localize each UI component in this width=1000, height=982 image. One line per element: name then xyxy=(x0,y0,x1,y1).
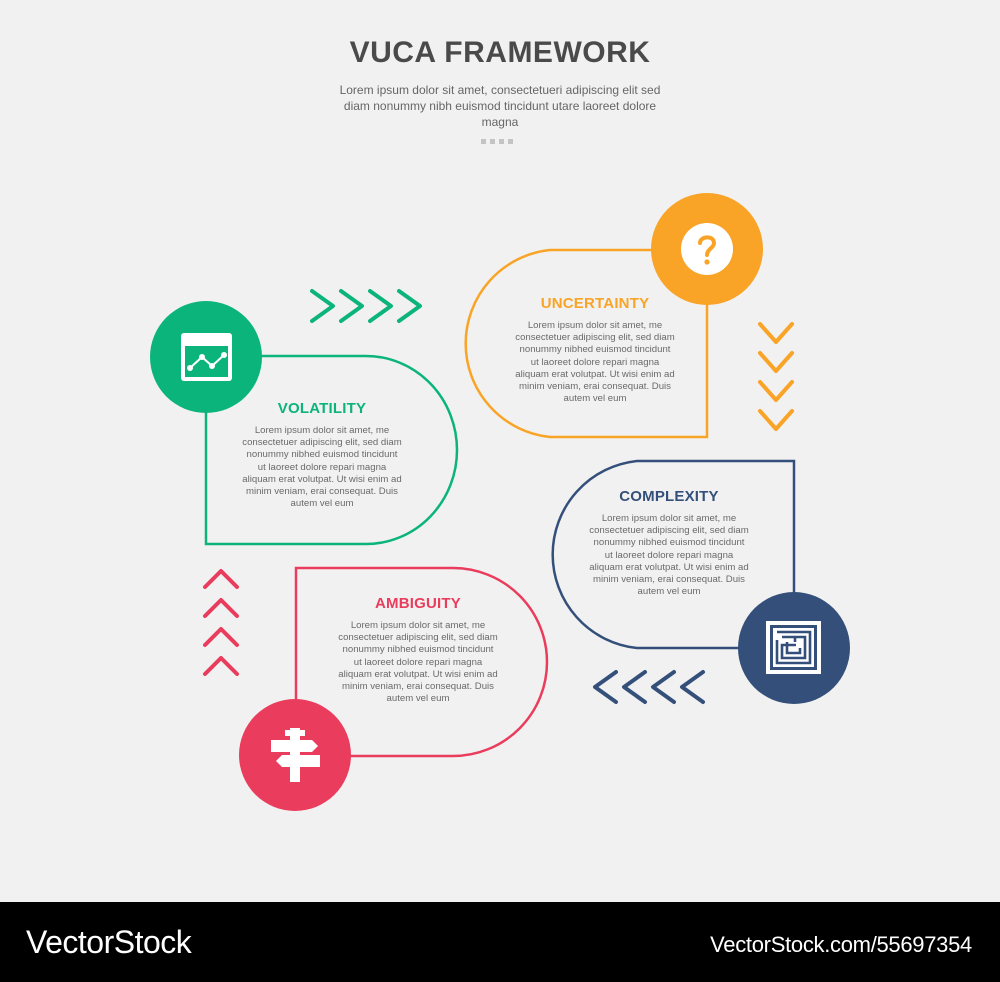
uncertainty-arrows xyxy=(758,322,794,431)
footer-image-id[interactable]: VectorStock.com/55697354 xyxy=(710,932,972,957)
signpost-icon xyxy=(271,728,320,782)
page-subtitle: Lorem ipsum dolor sit amet, consectetuer… xyxy=(339,83,661,129)
complexity-card: COMPLEXITY Lorem ipsum dolor sit amet, m… xyxy=(589,488,749,598)
uncertainty-outline xyxy=(464,248,709,439)
ambiguity-card: AMBIGUITY Lorem ipsum dolor sit amet, me… xyxy=(338,595,498,705)
complexity-title: COMPLEXITY xyxy=(619,488,719,505)
volatility-arrows xyxy=(310,289,422,323)
volatility-title: VOLATILITY xyxy=(277,400,367,417)
complexity-arrows xyxy=(593,670,705,704)
footer-brand[interactable]: VectorStock xyxy=(26,924,192,960)
ambiguity-title: AMBIGUITY xyxy=(375,595,461,612)
maze-icon xyxy=(766,621,821,674)
ambiguity-outline xyxy=(294,566,549,758)
vuca-diagram xyxy=(150,193,850,811)
complexity-outline xyxy=(551,459,796,650)
volatility-card: VOLATILITY Lorem ipsum dolor sit amet, m… xyxy=(242,400,402,510)
footer-bar: VectorStock VectorStock.com/55697354 xyxy=(0,902,1000,982)
separator-dots xyxy=(481,139,513,144)
chart-window-icon xyxy=(181,333,232,381)
uncertainty-body: Lorem ipsum dolor sit amet, me consectet… xyxy=(515,320,675,405)
uncertainty-card: UNCERTAINTY Lorem ipsum dolor sit amet, … xyxy=(515,295,675,405)
volatility-outline xyxy=(204,354,459,546)
question-mark-icon xyxy=(681,223,733,275)
ambiguity-body: Lorem ipsum dolor sit amet, me consectet… xyxy=(338,620,498,705)
ambiguity-arrows xyxy=(203,569,239,676)
complexity-body: Lorem ipsum dolor sit amet, me consectet… xyxy=(589,513,749,598)
uncertainty-title: UNCERTAINTY xyxy=(540,295,650,312)
page-title: VUCA FRAMEWORK xyxy=(349,36,651,69)
volatility-body: Lorem ipsum dolor sit amet, me consectet… xyxy=(242,425,402,510)
